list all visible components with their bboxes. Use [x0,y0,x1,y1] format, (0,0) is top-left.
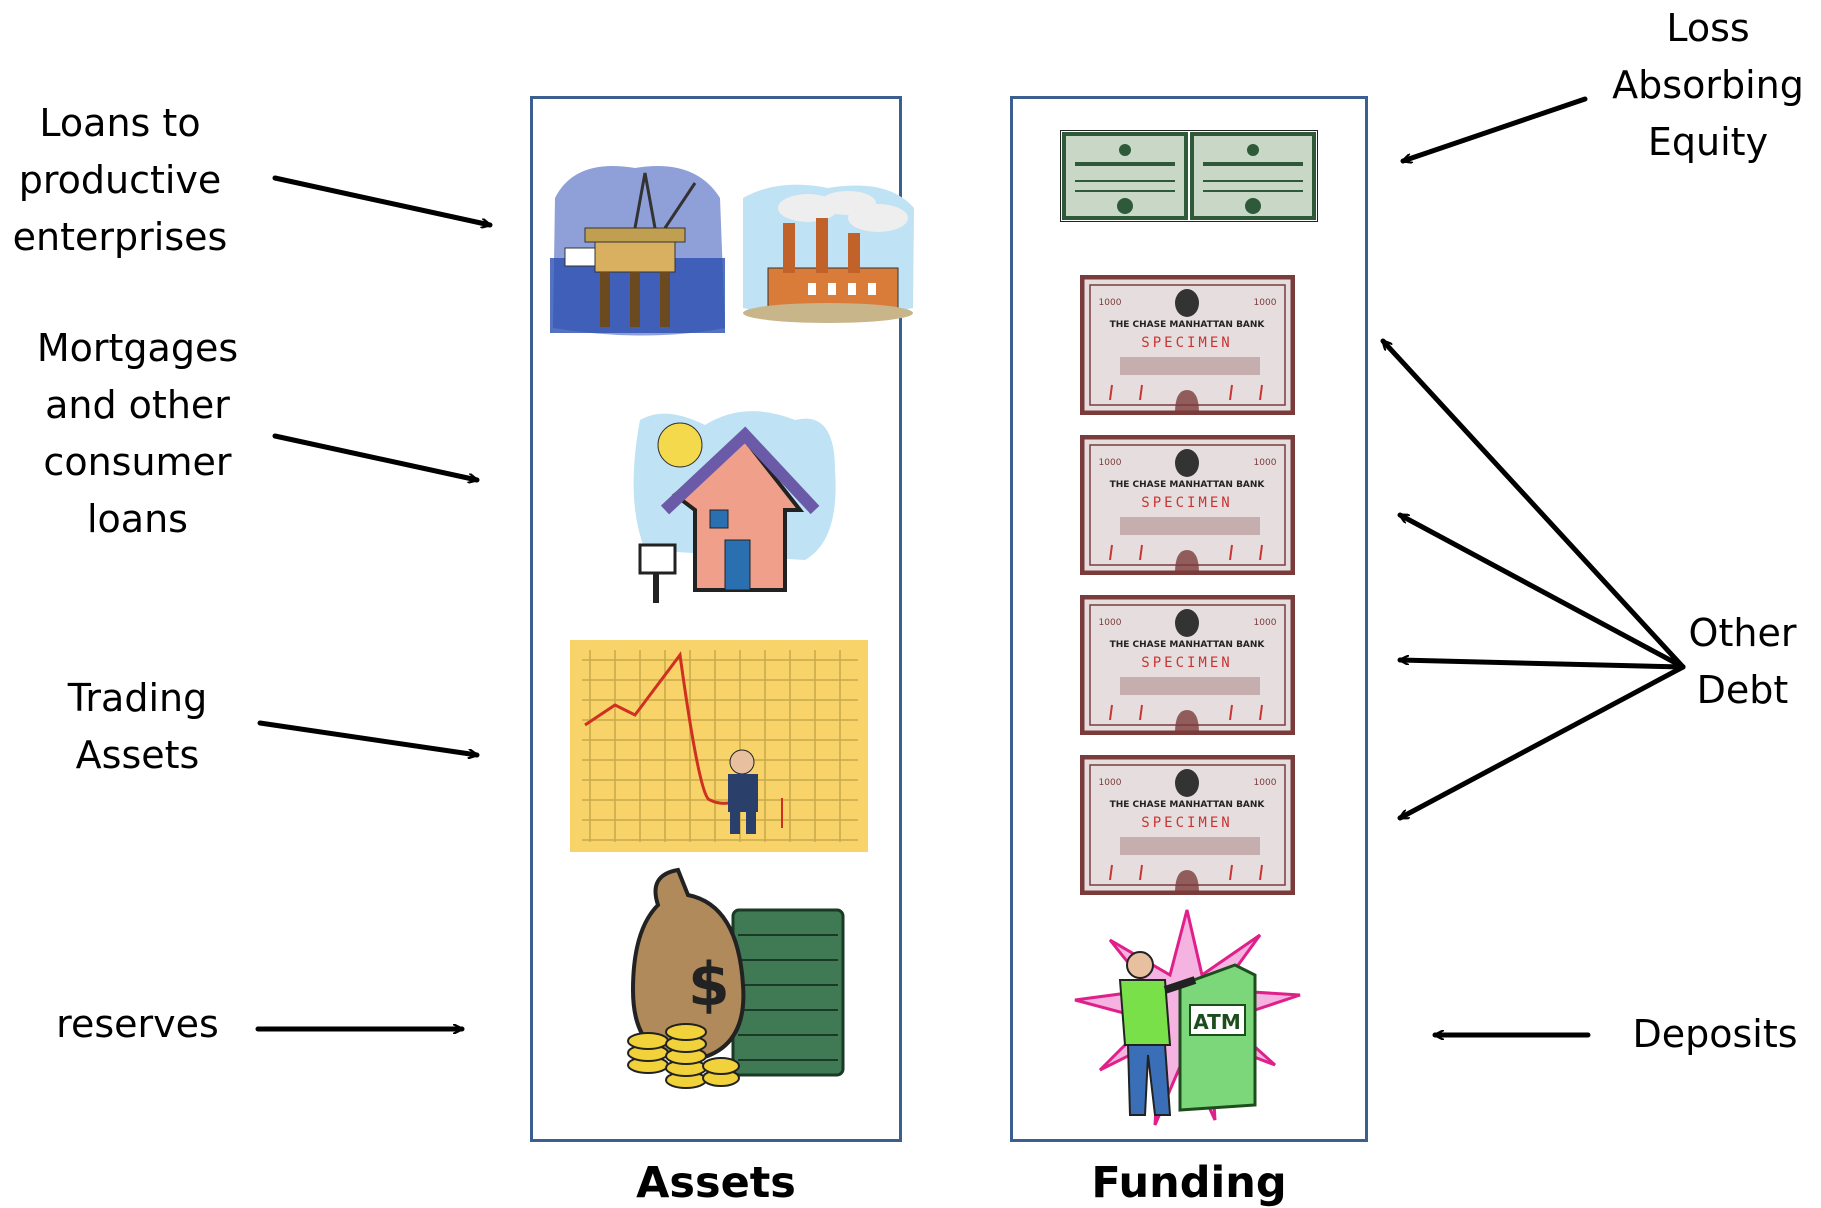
arrow-loans-productive [272,175,493,225]
svg-text:1000: 1000 [1254,458,1277,468]
label-mortgages-consumer-loans: Mortgages and other consumer loans [36,326,239,541]
atm-icon: ATM [1074,909,1301,1126]
svg-text:SPECIMEN: SPECIMEN [1141,335,1232,351]
label-other-debt: Other Debt [1688,611,1797,712]
bond-certificate-3: THE CHASE MANHATTAN BANK SPECIMEN 1000 1… [1079,594,1296,736]
bond-certificate-2: THE CHASE MANHATTAN BANK SPECIMEN 1000 1… [1079,434,1296,576]
svg-text:1000: 1000 [1099,778,1122,788]
label-trading-assets: Trading Assets [67,676,208,777]
svg-text:1000: 1000 [1254,618,1277,628]
svg-text:SPECIMEN: SPECIMEN [1141,815,1232,831]
svg-text:SPECIMEN: SPECIMEN [1141,655,1232,671]
svg-text:1000: 1000 [1099,618,1122,628]
label-reserves: reserves [56,1002,219,1046]
svg-text:THE CHASE MANHATTAN BANK: THE CHASE MANHATTAN BANK [1110,640,1266,650]
arrow-trading [257,720,480,755]
factory-icon [743,184,914,323]
arrow-equity [1403,96,1588,161]
svg-text:1000: 1000 [1254,298,1277,308]
svg-text:ATM: ATM [1193,1010,1240,1034]
money-bag-icon: $ [627,867,845,1089]
svg-text:THE CHASE MANHATTAN BANK: THE CHASE MANHATTAN BANK [1110,800,1266,810]
funding-title: Funding [1091,1158,1287,1208]
svg-text:SPECIMEN: SPECIMEN [1141,495,1232,511]
svg-text:THE CHASE MANHATTAN BANK: THE CHASE MANHATTAN BANK [1110,320,1266,330]
arrow-other-debt-4 [1400,664,1686,821]
label-loss-absorbing-equity: Loss Absorbing Equity [1612,6,1804,164]
arrow-other-debt-2 [1400,512,1686,670]
svg-text:THE CHASE MANHATTAN BANK: THE CHASE MANHATTAN BANK [1110,480,1266,490]
label-loans-productive-enterprises: Loans to productive enterprises [12,101,228,259]
stock-certificates-icon [1060,130,1318,222]
label-deposits: Deposits [1632,1012,1798,1056]
bond-certificate-4: THE CHASE MANHATTAN BANK SPECIMEN 1000 1… [1079,754,1296,896]
arrow-other-debt-1 [1380,341,1686,670]
trading-chart-icon [570,640,868,852]
bond-certificate-1: THE CHASE MANHATTAN BANK SPECIMEN 1000 1… [1079,274,1296,416]
svg-text:$: $ [688,950,730,1020]
assets-title: Assets [636,1158,796,1208]
oil-rig-icon [550,166,725,336]
svg-text:1000: 1000 [1099,298,1122,308]
arrow-other-debt-3 [1397,660,1686,670]
svg-text:1000: 1000 [1099,458,1122,468]
arrow-mortgages [272,433,480,480]
house-icon [633,411,836,603]
svg-text:1000: 1000 [1254,778,1277,788]
